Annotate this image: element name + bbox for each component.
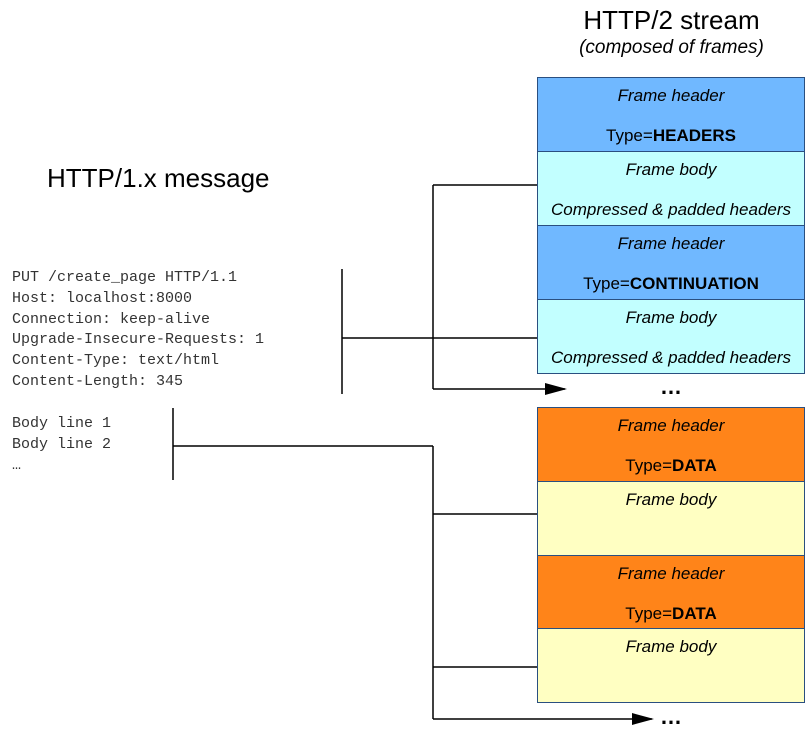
frame-body-detail: Compressed & padded headers	[550, 200, 792, 219]
frame-header-headers: Frame header Type=HEADERS	[537, 77, 805, 152]
http1-headers-text: PUT /create_page HTTP/1.1 Host: localhos…	[12, 269, 265, 390]
frame-header-label: Frame header	[617, 564, 725, 583]
http2-stream-subtitle: (composed of frames)	[579, 37, 764, 58]
frame-body-label: Frame body	[625, 308, 717, 327]
frame-header-label: Frame header	[617, 86, 725, 105]
frame-header-continuation: Frame header Type=CONTINUATION	[537, 225, 805, 300]
frame-body-detail: Compressed & padded headers	[550, 348, 792, 367]
ellipsis-data: …	[660, 704, 683, 729]
frame-body-data-1: Frame body	[537, 481, 805, 556]
frame-body-label: Frame body	[625, 160, 717, 179]
frame-header-label: Frame header	[617, 416, 725, 435]
frame-body-continuation: Frame body Compressed & padded headers	[537, 299, 805, 374]
frame-type-value: DATA	[672, 604, 717, 623]
ellipsis-headers: …	[660, 374, 683, 399]
frame-type: Type=HEADERS	[606, 126, 736, 145]
frame-type-value: HEADERS	[652, 126, 736, 145]
frame-body-label: Frame body	[625, 490, 717, 509]
frame-type-value: DATA	[672, 456, 717, 475]
http2-stream-title: HTTP/2 stream	[583, 5, 760, 35]
frame-header-label: Frame header	[617, 234, 725, 253]
frame-body-headers: Frame body Compressed & padded headers	[537, 151, 805, 226]
frame-header-data-2: Frame header Type=DATA	[537, 555, 805, 629]
frame-body-label: Frame body	[625, 637, 717, 656]
frame-type-value: CONTINUATION	[629, 274, 759, 293]
http1-body-text: Body line 1 Body line 2 …	[12, 415, 112, 474]
frame-type: Type=CONTINUATION	[583, 274, 759, 293]
frame-body-data-2: Frame body	[537, 628, 805, 703]
frame-type: Type=DATA	[625, 604, 717, 623]
http1-message-title: HTTP/1.x message	[47, 163, 270, 193]
frame-type: Type=DATA	[625, 456, 717, 475]
frame-header-data-1: Frame header Type=DATA	[537, 407, 805, 482]
